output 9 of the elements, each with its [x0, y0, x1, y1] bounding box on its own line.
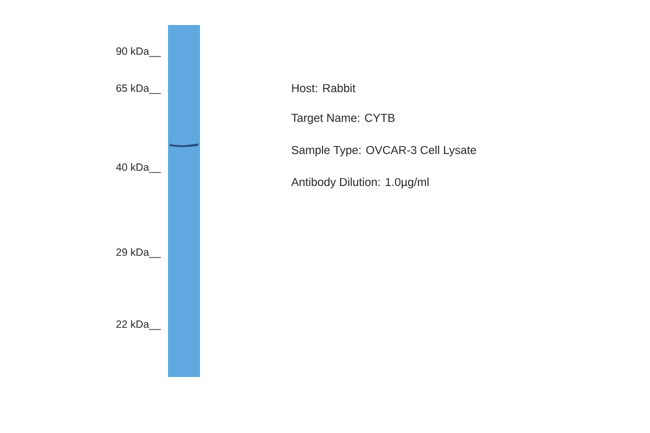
marker-label: 22 kDa__ — [116, 320, 161, 330]
info-text: Host: Rabbit — [292, 84, 356, 92]
marker-label: 29 kDa__ — [116, 248, 161, 258]
marker-label: 40 kDa__ — [116, 163, 161, 173]
info-text: Sample Type: OVCAR-3 Cell Lysate — [292, 146, 476, 156]
marker-label: 90 kDa__ — [116, 47, 161, 57]
info-text: Antibody Dilution: 1.0µg/ml — [291, 178, 428, 188]
marker-label: 65 kDa__ — [116, 84, 161, 94]
info-text: Target Name: CYTB — [291, 114, 395, 124]
